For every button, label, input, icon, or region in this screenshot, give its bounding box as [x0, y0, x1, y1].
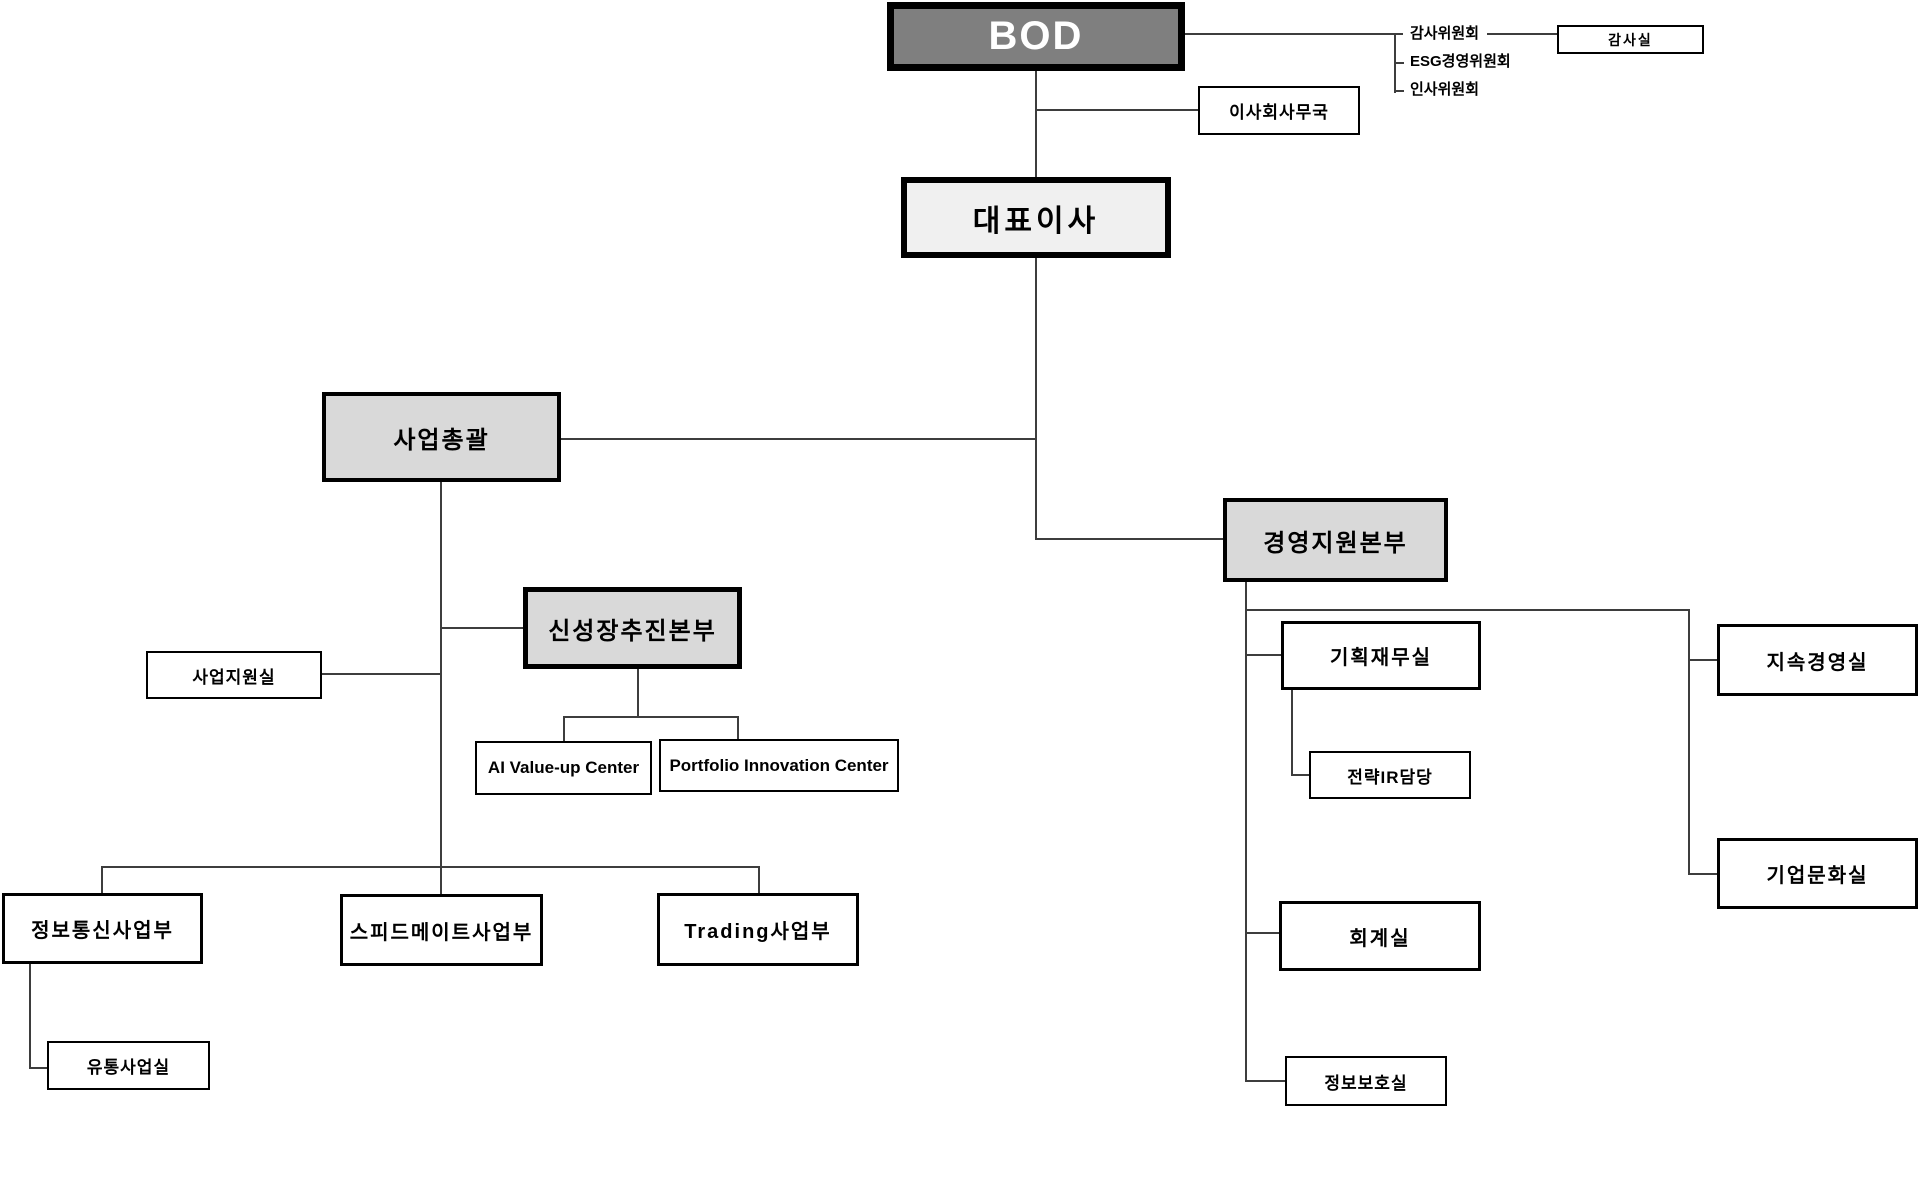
connector-line: [1394, 62, 1404, 64]
committee-label-audit: 감사위원회: [1410, 25, 1480, 42]
node-new-growth-division: 신성장추진본부: [523, 587, 742, 669]
connector-line: [101, 866, 103, 893]
node-strategy-ir: 전략IR담당: [1309, 751, 1471, 799]
node-trading-division: Trading사업부: [657, 893, 859, 966]
node-management-support-division: 경영지원본부: [1223, 498, 1448, 582]
connector-line: [1035, 109, 1198, 111]
connector-line: [1245, 932, 1279, 934]
connector-line: [322, 673, 441, 675]
connector-line: [1688, 873, 1717, 875]
connector-line: [1688, 659, 1717, 661]
connector-line: [441, 627, 523, 629]
connector-line: [737, 716, 739, 739]
connector-line: [1487, 33, 1557, 35]
node-business-support-office: 사업지원실: [146, 651, 322, 699]
connector-line: [1035, 538, 1223, 540]
connector-line: [101, 866, 760, 868]
connector-line: [1245, 582, 1247, 1082]
node-distribution-office: 유통사업실: [47, 1041, 210, 1090]
node-accounting-office: 회계실: [1279, 901, 1481, 971]
connector-line: [1035, 71, 1037, 177]
node-ceo: 대표이사: [901, 177, 1171, 258]
node-ict-division: 정보통신사업부: [2, 893, 203, 964]
connector-line: [758, 866, 760, 893]
connector-line: [440, 482, 442, 894]
node-speedmate-division: 스피드메이트사업부: [340, 894, 543, 966]
node-info-security-office: 정보보호실: [1285, 1056, 1447, 1106]
connector-line: [29, 1067, 47, 1069]
connector-line: [1291, 774, 1309, 776]
connector-line: [1688, 609, 1690, 875]
connector-line: [1245, 609, 1690, 611]
connector-line: [1245, 1080, 1285, 1082]
node-ai-valueup-center: AI Value-up Center: [475, 741, 652, 795]
connector-line: [1035, 258, 1037, 540]
connector-line: [29, 964, 31, 1069]
connector-line: [563, 716, 739, 718]
committee-label-hr: 인사위원회: [1410, 81, 1480, 98]
connector-line: [1245, 654, 1281, 656]
node-portfolio-innovation-center: Portfolio Innovation Center: [659, 739, 899, 792]
node-board-secretariat: 이사회사무국: [1198, 86, 1360, 135]
node-bod: BOD: [887, 2, 1185, 71]
node-corporate-culture-office: 기업문화실: [1717, 838, 1918, 909]
connector-line: [1185, 33, 1403, 35]
connector-line: [637, 669, 639, 717]
connector-line: [561, 438, 1037, 440]
node-business-general: 사업총괄: [322, 392, 561, 482]
committee-label-esg: ESG경영위원회: [1410, 53, 1511, 70]
node-sustainability-office: 지속경영실: [1717, 624, 1918, 696]
connector-line: [1394, 90, 1404, 92]
connector-line: [563, 716, 565, 741]
connector-line: [1291, 690, 1293, 776]
node-audit-office: 감사실: [1557, 25, 1704, 54]
node-planning-finance-office: 기획재무실: [1281, 621, 1481, 690]
